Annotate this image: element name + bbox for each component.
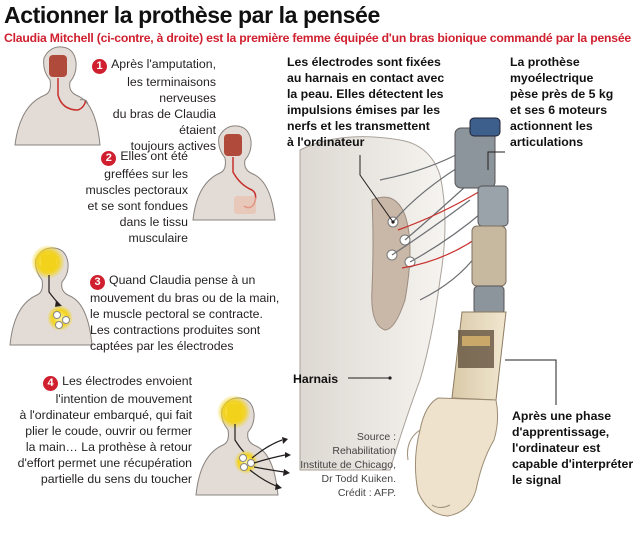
callout-electrodes: Les électrodes sont fixées au harnais en… [287, 55, 445, 149]
motor-unit [477, 185, 509, 227]
pectoral-muscle [234, 196, 256, 214]
upper-arm-segment [471, 225, 507, 287]
signal-arrows [249, 439, 286, 487]
torso-step-1 [14, 46, 101, 146]
electrode-icon [62, 316, 70, 324]
callout-lines [348, 151, 557, 405]
source-credit: Source : Rehabilitation Institute de Chi… [300, 431, 396, 499]
torso-step-2 [192, 125, 276, 221]
electrode-icon [247, 459, 255, 467]
electrode-icon [240, 463, 248, 471]
callout-learning: Après une phase d'apprentissage, l'ordin… [512, 409, 634, 487]
callout-harness: Harnais [293, 372, 339, 386]
torso-step-3 [9, 245, 93, 346]
step-number-badge: 4 [43, 376, 59, 391]
torso-step-4 [195, 395, 291, 496]
step-number-badge: 3 [90, 275, 105, 290]
electrode-icon [53, 311, 61, 319]
electrode-icon [239, 454, 247, 462]
motor-unit [454, 127, 496, 189]
prosthetic-arm-illustration [299, 117, 509, 517]
page-title: Actionner la prothèse par la pensée [4, 2, 380, 28]
callout-prosthesis: La prothèse myoélectrique pèse près de 5… [510, 55, 614, 149]
step-number-badge: 1 [92, 59, 108, 74]
page-subtitle: Claudia Mitchell (ci-contre, à droite) e… [4, 31, 632, 45]
brain-icon [224, 134, 242, 156]
motor-unit [469, 117, 501, 137]
nerve-path [57, 78, 87, 111]
step-number-badge: 2 [101, 151, 117, 166]
electrode-icon [55, 321, 63, 329]
prosthetic-hand [414, 397, 499, 517]
brain-icon [49, 55, 67, 77]
elbow-joint [473, 285, 505, 315]
